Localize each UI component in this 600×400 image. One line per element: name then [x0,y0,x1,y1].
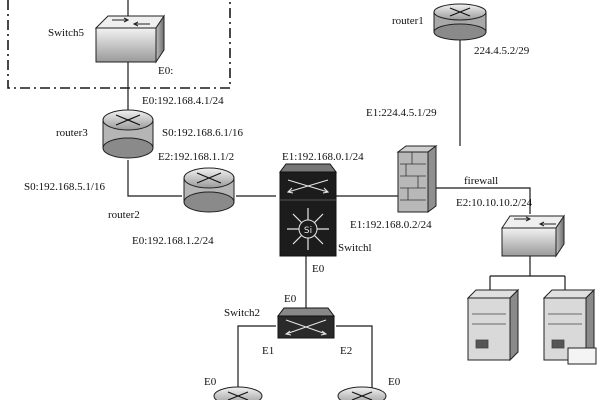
firewall-label: firewall [464,175,498,187]
switch5-label: Switch5 [48,27,85,39]
router-arrows-icon [115,114,141,126]
router2-e0-label: E0:192.168.1.2/24 [132,235,214,247]
switch5[interactable] [94,14,165,64]
switch1-label: Switchl [338,242,372,254]
switch-arrows-icon [284,319,328,336]
si-icon: Si [287,208,329,250]
router3-e0-label: E0:192.168.4.1/24 [142,95,224,107]
switch2-e1-label: E1 [262,345,274,357]
router2-label: router2 [108,209,140,221]
router-bottom-left[interactable] [213,386,263,400]
switch-arrows-icon [112,17,150,27]
switch2[interactable] [277,307,335,339]
server-icon [548,313,582,349]
router2[interactable] [183,167,235,213]
firewall[interactable] [396,145,438,213]
lan-switch[interactable] [501,214,565,258]
server-tray-icon [567,347,597,365]
router1[interactable] [433,3,487,41]
switch2-e2-label: E2 [340,345,352,357]
switch-arrows-icon [514,216,556,227]
router-arrows-icon [196,172,222,184]
router1-label: router1 [392,15,424,27]
switch1-e1-label: E1:192.168.0.1/24 [282,151,364,163]
router-arrows-icon [227,391,249,400]
router2-s0-label: S0:192.168.5.1/16 [24,181,105,193]
link-switch2-right [336,325,373,392]
router-arrows-icon [449,7,471,17]
switch2-label: Switch2 [224,307,260,319]
links [127,0,566,392]
bottom-right-e0-label: E0 [388,376,401,388]
switch5-e0-label: E0: [158,65,173,77]
router-bottom-right[interactable] [337,386,387,400]
svg-text:Si: Si [304,226,312,236]
server-2[interactable] [542,288,597,365]
link-switch2-left [237,325,276,392]
server-icon [472,313,506,349]
firewall-icon [400,152,426,201]
router3-s0-label: S0:192.168.6.1/16 [162,127,243,139]
server-1[interactable] [466,288,520,362]
bottom-left-e0-label: E0 [204,376,217,388]
firewall-e2-label: E2:10.10.10.2/24 [456,197,533,209]
router1-e0-label: 224.4.5.2/29 [474,45,530,57]
switch1-e0-label: E0 [312,263,325,275]
switch1-multilayer[interactable]: Si [279,163,337,257]
router-arrows-icon [351,391,373,400]
router3[interactable] [102,109,154,159]
switch-arrows-icon [286,179,330,194]
switch2-e0-label: E0 [284,293,297,305]
link-router3-router2 [127,160,182,197]
link-firewall-switch [436,187,531,214]
router2-e2-label: E2:192.168.1.1/2 [158,151,234,163]
firewall-wan-label: E1:224.4.5.1/29 [366,107,437,119]
firewall-lan-label: E1:192.168.0.2/24 [350,219,432,231]
switch5-zone-boundary [7,0,231,89]
router3-label: router3 [56,127,88,139]
